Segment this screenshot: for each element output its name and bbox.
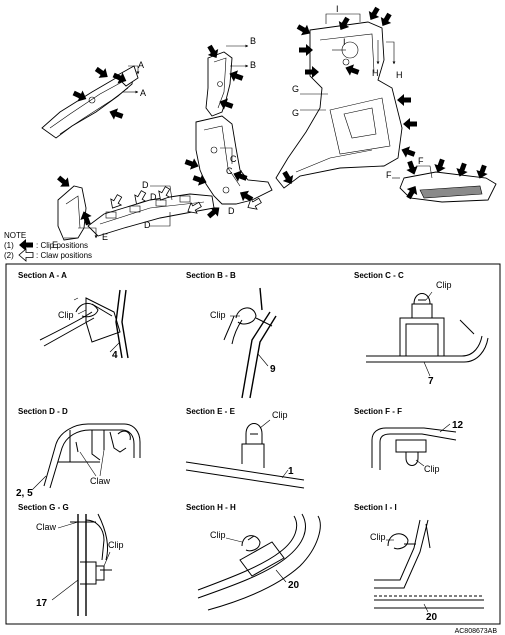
section-f-f: Section F - F 12 Clip <box>354 407 464 474</box>
section-e-cut-line-icon <box>78 227 98 239</box>
front-scuff-plate <box>87 193 215 237</box>
view-label-e-right: E <box>102 232 108 242</box>
view-label-g-top: G <box>292 84 299 94</box>
view-label-f-top: F <box>418 156 424 166</box>
view-label-i-mid: I <box>343 37 346 47</box>
section-i-cut-line-icon <box>325 13 361 24</box>
figure-code: AC808673AB <box>455 628 498 635</box>
rear-scuff-plate <box>399 171 497 203</box>
view-label-a-top: A <box>138 60 144 70</box>
section-f-clip-label: Clip <box>424 464 440 474</box>
section-h-part-number: 20 <box>288 580 300 591</box>
section-h-title: Section H - H <box>186 503 236 512</box>
section-a-part-number: 4 <box>112 350 118 361</box>
section-f-title: Section F - F <box>354 407 402 416</box>
section-h-cut-line-icon <box>386 41 396 65</box>
view-label-b-top: B <box>250 36 256 46</box>
section-e-e: Section E - E Clip 1 <box>185 407 305 489</box>
section-i-clip-label: Clip <box>370 532 386 542</box>
section-b-b: Section B - B Clip 9 <box>186 271 277 399</box>
section-f-part-number: 12 <box>452 420 464 431</box>
section-c-c: Section C - C Clip 7 <box>354 271 489 387</box>
clip-marker-icon <box>377 10 395 30</box>
view-label-d-bottom: D <box>144 220 151 230</box>
note-clip-text: : Clip positions <box>36 241 88 250</box>
section-h-h: Section H - H Clip 20 <box>186 503 321 611</box>
view-label-h-left: H <box>372 68 379 78</box>
section-h-clip-label: Clip <box>210 530 226 540</box>
section-g-claw-label: Claw <box>36 522 57 532</box>
section-b-title: Section B - B <box>186 271 236 280</box>
view-label-g-bottom: G <box>292 108 299 118</box>
section-d-cut-line-icon <box>150 212 171 227</box>
clip-marker-icon <box>54 172 74 192</box>
view-label-d-mid: D <box>150 192 157 202</box>
section-c-cut-line-icon <box>220 147 233 164</box>
view-label-d-right: D <box>228 206 235 216</box>
note-title: NOTE <box>4 231 26 240</box>
section-a-a: Section A - A Clip 4 <box>18 271 129 361</box>
view-label-i-top: I <box>336 4 339 14</box>
section-d-part-number: 2, 5 <box>16 488 33 499</box>
view-label-c-left: C <box>226 166 233 176</box>
claw-legend-icon <box>18 248 34 262</box>
section-b-clip-label: Clip <box>210 310 226 320</box>
quarter-trim-panel <box>275 21 403 189</box>
section-a-title: Section A - A <box>18 271 67 280</box>
section-b-part-number: 9 <box>270 364 276 375</box>
clip-marker-icon <box>403 118 417 130</box>
section-d-d: Section D - D Claw 2, 5 <box>16 407 141 499</box>
section-f-cut-line-icon <box>416 165 433 179</box>
section-g-clip-label: Clip <box>108 540 124 550</box>
section-g-part-number: 17 <box>36 598 48 609</box>
section-d-title: Section D - D <box>18 407 68 416</box>
section-a-clip-label: Clip <box>58 310 74 320</box>
section-e-title: Section E - E <box>186 407 236 416</box>
note-clip-prefix: (1) <box>4 241 14 250</box>
view-label-a-bottom: A <box>140 88 146 98</box>
section-c-part-number: 7 <box>428 376 434 387</box>
clip-marker-icon <box>399 143 417 161</box>
section-g-title: Section G - G <box>18 503 69 512</box>
section-e-part-number: 1 <box>288 466 294 477</box>
clip-marker-icon <box>107 105 125 123</box>
note-claw-text: : Claw positions <box>36 251 92 260</box>
view-label-b-bottom: B <box>250 60 256 70</box>
section-a-cut-line-icon <box>128 65 140 75</box>
section-g-g: Section G - G Claw Clip 17 <box>18 503 124 616</box>
section-c-title: Section C - C <box>354 271 404 280</box>
section-i-part-number: 20 <box>426 612 438 623</box>
note-claw-prefix: (2) <box>4 251 14 260</box>
note-legend: NOTE (2) (1) : Clip positions (2) : Claw… <box>4 231 92 262</box>
view-label-f-bottom: F <box>386 170 392 180</box>
view-label-c-right: C <box>230 154 237 164</box>
view-label-h-right: H <box>396 70 403 80</box>
clip-marker-icon <box>92 64 112 82</box>
cowl-side-trim <box>57 185 87 241</box>
section-c-clip-label: Clip <box>436 280 452 290</box>
clip-marker-icon <box>397 94 411 106</box>
view-label-e-left: E <box>52 240 58 250</box>
section-e-clip-label: Clip <box>272 410 288 420</box>
section-d-cut-line-icon <box>150 185 173 201</box>
section-i-title: Section I - I <box>354 503 397 512</box>
view-label-d-top: D <box>142 180 149 190</box>
sections-frame <box>5 263 501 625</box>
clip-marker-icon <box>365 4 383 24</box>
section-i-i: Section I - I Clip 20 <box>354 503 484 623</box>
section-d-claw-label: Claw <box>90 476 111 486</box>
